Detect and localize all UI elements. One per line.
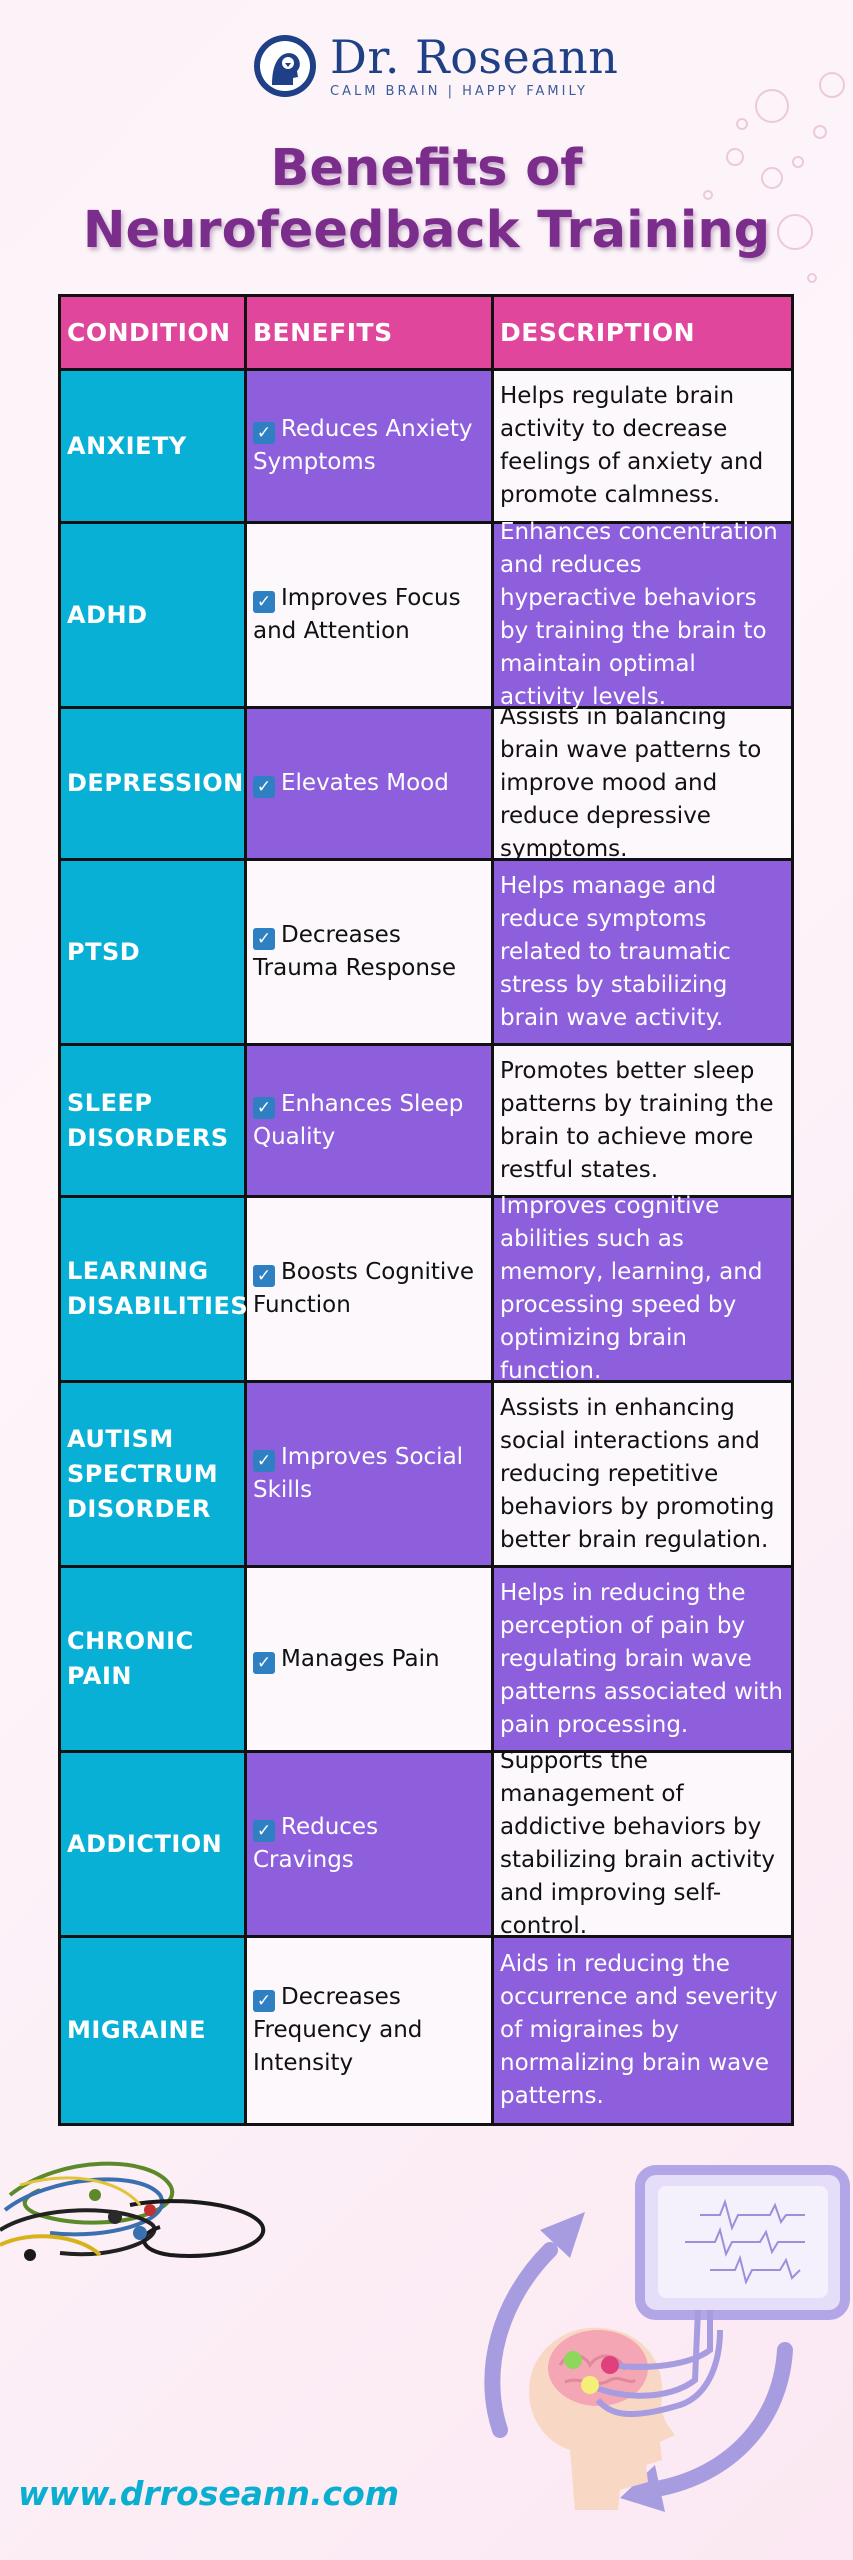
table-row: CHRONIC PAIN ✓ Manages Pain Helps in redu… [61, 1568, 791, 1753]
table-row: ADHD ✓Improves Focus and Attention Enhan… [61, 519, 791, 710]
description-cell: Helps in reducing the perception of pain… [494, 1568, 791, 1750]
checkbox-checked-icon: ✓ [253, 776, 275, 798]
condition-cell: CHRONIC PAIN [61, 1568, 247, 1750]
checkbox-checked-icon: ✓ [253, 1820, 275, 1842]
checkbox-checked-icon: ✓ [253, 1096, 275, 1119]
benefit-cell: ✓Decreases Frequency and Intensity [247, 1938, 494, 2123]
title-line-2: Neurofeedback Training [82, 201, 771, 260]
benefit-text: Reduces Anxiety Symptoms [253, 416, 473, 475]
logo-name: Dr. Roseann [330, 29, 619, 84]
description-cell: Promotes better sleep patterns by traini… [494, 1046, 791, 1195]
checkbox-checked-icon: ✓ [253, 1265, 275, 1287]
checkbox-checked-icon: ✓ [253, 1450, 275, 1472]
benefit-text: Elevates Mood [281, 770, 449, 796]
benefit-cell: ✓Improves Focus and Attention [247, 524, 494, 706]
benefit-cell: ✓ Manages Pain [247, 1568, 494, 1750]
condition-cell: PTSD [61, 861, 247, 1043]
header-benefits: BENEFITS [247, 297, 494, 368]
description-cell: Supports the management of addictive beh… [494, 1748, 791, 1939]
benefit-cell: ✓Boosts Cognitive Function [247, 1198, 494, 1380]
benefit-text: Enhances Sleep Quality [253, 1090, 464, 1150]
checkbox-checked-icon: ✓ [253, 422, 275, 444]
benefit-cell: ✓ Elevates Mood [247, 709, 494, 858]
description-cell: Assists in balancing brain wave patterns… [494, 704, 791, 862]
condition-cell: DEPRESSION [61, 709, 247, 858]
benefit-text: Improves Focus and Attention [253, 585, 461, 644]
condition-cell: LEARNING DISABILITIES [61, 1198, 248, 1380]
table-row: SLEEP DISORDERS ✓Enhances Sleep Quality … [61, 1046, 791, 1198]
table-row: AUTISM SPECTRUM DISORDER ✓Improves Socia… [61, 1383, 791, 1568]
table-row: ADDICTION ✓Reduces Cravings Supports the… [61, 1748, 791, 1939]
table-row: MIGRAINE ✓Decreases Frequency and Intens… [61, 1938, 791, 2123]
benefit-text: Reduces Cravings [253, 1814, 379, 1873]
condition-cell: MIGRAINE [61, 1938, 247, 2123]
header-description: DESCRIPTION [494, 297, 791, 368]
head-silhouette-logo-icon [254, 35, 316, 97]
description-cell: Helps regulate brain activity to decreas… [494, 371, 791, 521]
benefit-cell: ✓Reduces Cravings [247, 1753, 494, 1935]
checkbox-checked-icon: ✓ [253, 1651, 275, 1674]
table-row: PTSD ✓Decreases Trauma Response Helps ma… [61, 861, 791, 1046]
eeg-cables-illustration [0, 2161, 266, 2261]
benefit-text: Manages Pain [281, 1645, 440, 1672]
decorative-bubbles [703, 72, 845, 283]
logo-tagline: CALM BRAIN | HAPPY FAMILY [330, 83, 588, 99]
description-cell: Enhances concentration and reduces hyper… [494, 519, 791, 710]
checkbox-checked-icon: ✓ [253, 928, 275, 950]
description-cell: Assists in enhancing social interactions… [494, 1383, 791, 1565]
brain-monitor-illustration [484, 2165, 850, 2512]
benefits-table: CONDITION BENEFITS DESCRIPTION ANXIETY ✓… [58, 294, 794, 2126]
checkbox-checked-icon: ✓ [253, 1990, 275, 2012]
benefit-text: Boosts Cognitive Function [253, 1259, 475, 1318]
benefit-text: Decreases Frequency and Intensity [253, 1984, 423, 2076]
condition-cell: AUTISM SPECTRUM DISORDER [61, 1383, 247, 1565]
checkbox-checked-icon: ✓ [253, 591, 275, 613]
description-cell: Improves cognitive abilities such as mem… [494, 1193, 791, 1384]
page-title: Benefits of Neurofeedback Training [0, 138, 853, 262]
condition-cell: SLEEP DISORDERS [61, 1046, 247, 1195]
title-line-1: Benefits of [270, 139, 583, 198]
website-link[interactable]: www.drroseann.com [18, 2474, 400, 2513]
brand-logo: Dr. Roseann CALM BRAIN | HAPPY FAMILY [252, 30, 618, 102]
condition-cell: ANXIETY [61, 371, 247, 521]
condition-cell: ADDICTION [61, 1753, 247, 1935]
table-header-row: CONDITION BENEFITS DESCRIPTION [61, 297, 791, 371]
benefit-cell: ✓Reduces Anxiety Symptoms [247, 371, 494, 521]
benefit-cell: ✓Enhances Sleep Quality [247, 1046, 494, 1195]
description-cell: Aids in reducing the occurrence and seve… [494, 1938, 791, 2123]
table-row: ANXIETY ✓Reduces Anxiety Symptoms Helps … [61, 371, 791, 524]
benefit-text: Improves Social Skills [253, 1444, 464, 1503]
benefit-cell: ✓Improves Social Skills [247, 1383, 494, 1565]
benefit-cell: ✓Decreases Trauma Response [247, 861, 494, 1043]
description-cell: Helps manage and reduce symptoms related… [494, 861, 791, 1043]
benefit-text: Decreases Trauma Response [253, 922, 457, 981]
condition-cell: ADHD [61, 524, 247, 706]
table-row: LEARNING DISABILITIES ✓Boosts Cognitive … [61, 1193, 791, 1384]
table-row: DEPRESSION ✓ Elevates Mood Assists in bal… [61, 704, 791, 862]
header-condition: CONDITION [61, 297, 247, 368]
